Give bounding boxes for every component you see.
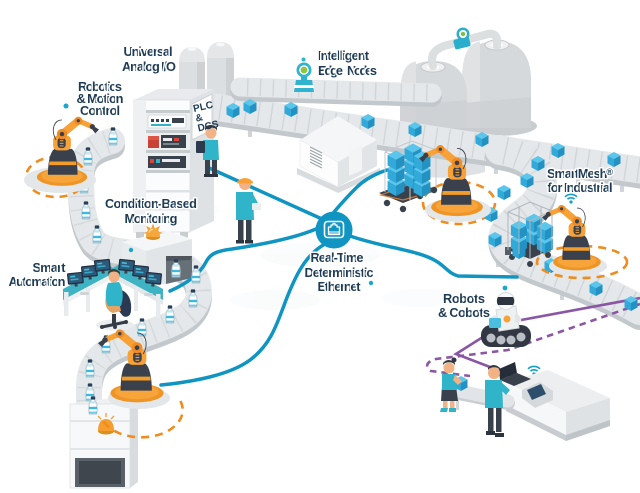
svg-text:Edge: Edge <box>318 63 343 78</box>
svg-text:PLC: PLC <box>192 100 214 115</box>
svg-text:Robots: Robots <box>443 291 485 306</box>
svg-text:Condition-Based: Condition-Based <box>105 196 197 211</box>
svg-text:Nodes: Nodes <box>347 63 377 78</box>
svg-text:Control: Control <box>80 103 120 118</box>
svg-text:&: & <box>194 112 204 124</box>
svg-text:for Industrial: for Industrial <box>548 180 613 195</box>
svg-text:DCS: DCS <box>197 119 220 135</box>
svg-text:Robotics: Robotics <box>78 79 122 94</box>
svg-text:Ethernet: Ethernet <box>318 279 362 294</box>
svg-text:Analog I/O: Analog I/O <box>122 59 176 74</box>
svg-text:& Motion: & Motion <box>77 91 124 106</box>
svg-text:Universal: Universal <box>124 44 173 59</box>
svg-text:& Cobots: & Cobots <box>438 305 490 320</box>
svg-text:Intelligent: Intelligent <box>318 48 370 63</box>
svg-text:Monitoring: Monitoring <box>125 211 178 226</box>
svg-text:Real-Time: Real-Time <box>311 250 364 265</box>
svg-text:SmartMesh®: SmartMesh® <box>547 166 613 181</box>
svg-text:Smart: Smart <box>33 260 67 275</box>
svg-text:Deterministic: Deterministic <box>305 265 374 280</box>
svg-text:Automation: Automation <box>9 274 66 289</box>
